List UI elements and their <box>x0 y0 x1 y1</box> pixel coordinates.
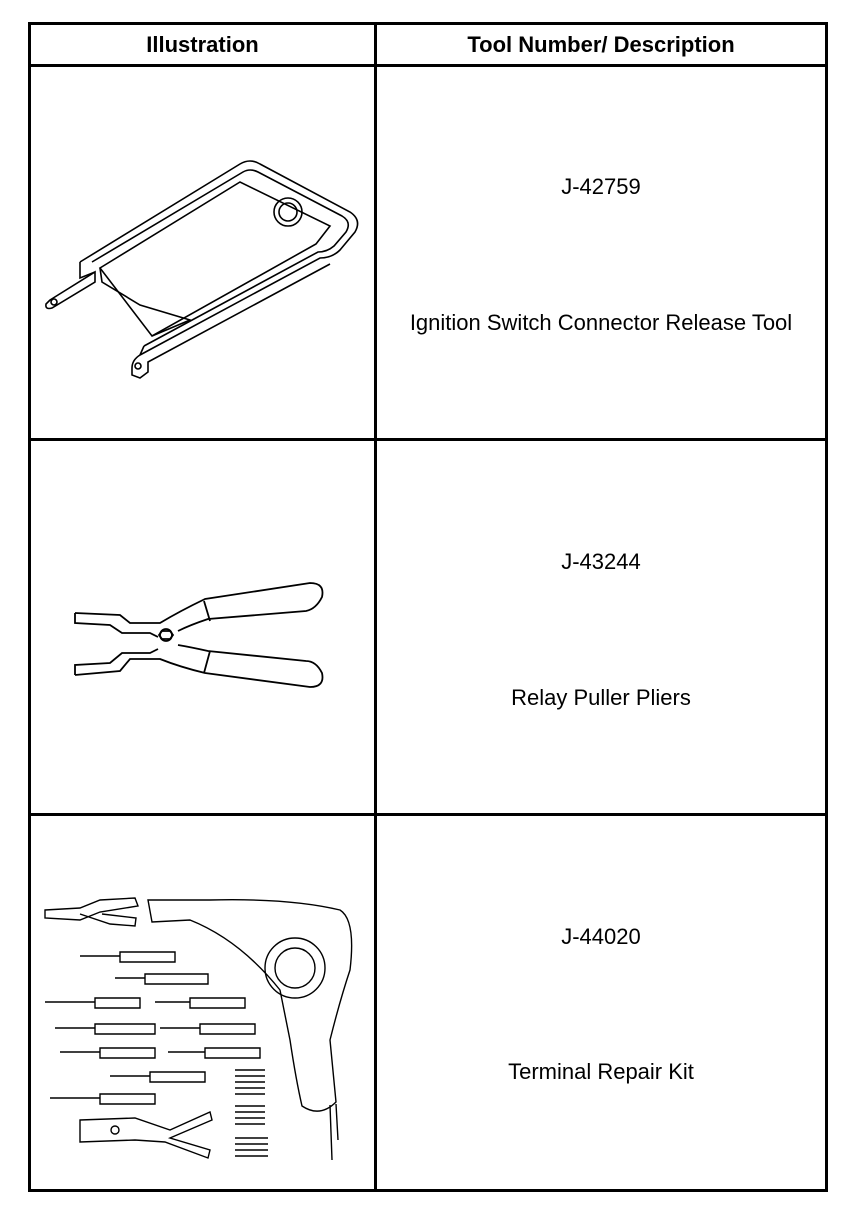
tool-number: J-43244 <box>561 549 641 574</box>
connector-release-tool-icon <box>40 150 370 390</box>
tool-number: J-42759 <box>561 174 641 199</box>
tool-number: J-44020 <box>561 924 641 949</box>
relay-puller-pliers-icon <box>70 575 330 695</box>
header-illustration: Illustration <box>146 32 259 57</box>
tool-description: Relay Puller Pliers <box>511 685 691 710</box>
row-divider <box>28 813 828 816</box>
terminal-repair-kit-icon <box>40 880 370 1170</box>
column-divider <box>374 22 377 1192</box>
table-frame <box>28 22 828 1192</box>
header-divider <box>28 64 828 67</box>
row-divider <box>28 438 828 441</box>
tool-description: Ignition Switch Connector Release Tool <box>409 310 793 335</box>
tool-description: Terminal Repair Kit <box>508 1059 694 1084</box>
header-description: Tool Number/ Description <box>467 32 735 57</box>
